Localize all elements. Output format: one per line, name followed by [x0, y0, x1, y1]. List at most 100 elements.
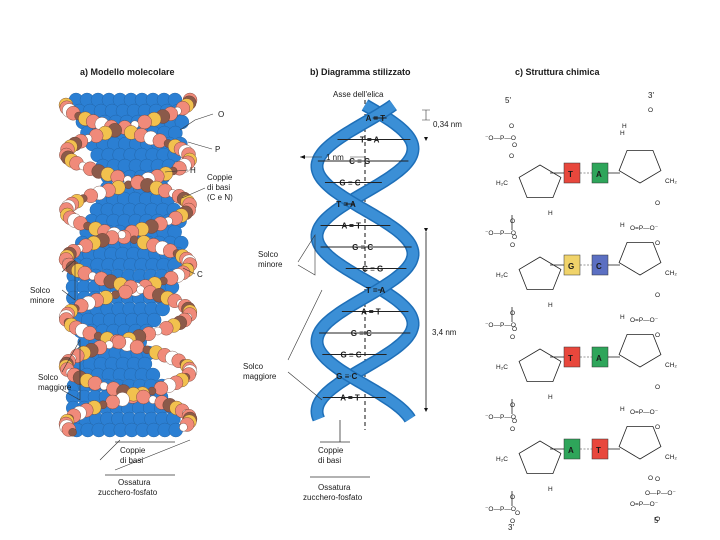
label-width: 1 nm	[326, 153, 344, 162]
label-oxygen: O	[218, 110, 224, 119]
width-arrow-left	[300, 155, 305, 159]
chem-atom-label: O	[655, 332, 660, 339]
helix-strand-1	[311, 100, 419, 421]
chem-atom-label: H	[620, 406, 625, 413]
chem-atom-label: CH₂	[665, 270, 677, 277]
base-letter-right: C	[596, 262, 602, 271]
leader-major-groove-a	[61, 338, 81, 401]
chem-atom-label: O	[510, 426, 515, 433]
backbone-atom	[137, 114, 152, 130]
chem-atom-label: ⁻O—P—O	[485, 506, 516, 513]
base-pair-label: G ≡ C	[339, 179, 360, 188]
label-5prime-bottom: 5'	[654, 516, 660, 525]
chem-atom-label: O	[509, 153, 514, 160]
chem-atom-label: H	[548, 394, 553, 401]
chem-atom-label: O	[512, 234, 517, 241]
base-pair-label: G ≡ C	[352, 243, 373, 252]
base-pair-label: A = T	[361, 308, 381, 317]
chem-atom-label: ⁻O—P—O	[485, 322, 516, 329]
leader-bottom-a	[99, 439, 191, 471]
chem-atom-label: CH₂	[665, 178, 677, 185]
chem-atom-label: O=P—O⁻	[630, 225, 658, 232]
label-rise: 0,34 nm	[433, 120, 462, 129]
chem-atom-label: O	[510, 518, 515, 525]
chem-atom-label: O	[655, 384, 660, 391]
panel-a-title: a) Modello molecolare	[80, 67, 175, 77]
base-pair-label: C ≡ G	[349, 157, 370, 166]
chem-atom-label: H₂C	[496, 272, 508, 279]
stylized-helix: A = T T = A C ≡ G G ≡ C T = A A = T G ≡ C C ≡ G…	[310, 99, 420, 430]
base-letter-right: A	[596, 354, 602, 363]
chem-atom-label: O	[655, 476, 660, 483]
backbone-atom	[68, 428, 77, 437]
label-hydrogen: H	[190, 166, 196, 175]
label-3prime-bottom: 3'	[508, 523, 514, 532]
chem-atom-label: H	[548, 210, 553, 217]
leader-carbon	[182, 267, 196, 275]
base-pair-label: T = A	[336, 200, 356, 209]
backbone-atom	[153, 381, 169, 396]
base-pair-label: A = T	[366, 114, 386, 123]
leader-phosphorus	[187, 141, 213, 150]
chem-atom-label: O	[510, 310, 515, 317]
chem-atom-label: H	[622, 123, 627, 130]
chem-atom-label: O—P—O⁻	[645, 490, 676, 497]
sugar-ring	[618, 425, 662, 460]
chem-atom-label: H	[620, 222, 625, 229]
chem-atom-label: O	[515, 510, 520, 517]
chem-atom-label: O	[512, 418, 517, 425]
chem-atom-label: O	[509, 123, 514, 130]
chem-atom-label: O=P—O⁻	[630, 317, 658, 324]
chem-atom-label: ⁻O—P—O	[485, 135, 516, 142]
chem-atom-label: O	[648, 107, 653, 114]
backbone-atom	[118, 284, 133, 300]
base-pair-label: A = T	[341, 222, 361, 231]
chem-atom-label: H₂C	[496, 180, 508, 187]
leader-major-groove-b	[287, 289, 323, 401]
leader-oxygen	[179, 113, 214, 131]
chem-atom-label: H₂C	[496, 364, 508, 371]
leader-hydrogen	[164, 169, 189, 173]
sugar-ring	[618, 241, 662, 276]
base-pair-label: T = A	[360, 136, 380, 145]
chem-atom-label: O	[512, 326, 517, 333]
label-phosphorus: P	[215, 145, 220, 154]
label-3prime-top: 3'	[648, 91, 654, 100]
sugar-ring	[518, 256, 562, 291]
backbone-atom	[136, 389, 151, 405]
chem-atom-label: O	[512, 142, 517, 149]
sugar-ring	[618, 333, 662, 368]
base-letter-left: A	[568, 446, 574, 455]
base-letter-left: T	[568, 170, 573, 179]
chem-atom-label: O=P—O⁻	[630, 409, 658, 416]
chem-atom-label: O	[510, 242, 515, 249]
label-carbon: C	[197, 270, 203, 279]
panel-b-title: b) Diagramma stilizzato	[310, 67, 411, 77]
base-pair-label: G ≡ C	[336, 372, 357, 381]
rise-bracket	[422, 109, 430, 121]
base-letter-left: T	[568, 354, 573, 363]
base-pair-label: T = A	[366, 286, 386, 295]
backbone-atom	[87, 376, 103, 391]
chem-atom-label: H	[548, 486, 553, 493]
sugar-ring	[518, 164, 562, 199]
label-pitch: 3,4 nm	[432, 328, 457, 337]
chem-atom-label: O	[655, 424, 660, 431]
chem-atom-label: ⁻O—P—O	[485, 414, 516, 421]
pitch-arrow-bottom	[424, 408, 428, 412]
base-pair-label: C ≡ G	[362, 265, 383, 274]
base-pair-label: A = T	[340, 394, 360, 403]
base-pair-label: G ≡ C	[351, 329, 372, 338]
sugar-ring	[518, 440, 562, 475]
chem-atom-label: CH₂	[665, 362, 677, 369]
